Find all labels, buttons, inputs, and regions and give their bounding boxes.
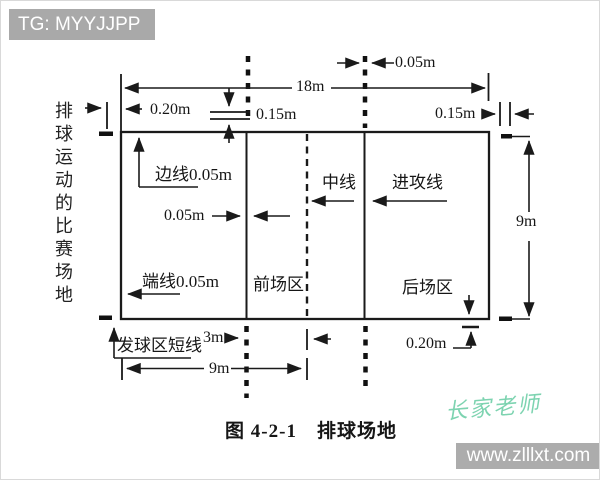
dim-serve-mark-bottom-right <box>453 295 479 349</box>
dim-mark-top-right <box>481 102 534 126</box>
serve-mark-detail <box>210 88 250 143</box>
court-outline <box>119 130 491 321</box>
label-attack-distance: 3m <box>203 329 224 346</box>
label-attack-line: 进攻线 <box>392 173 443 192</box>
side-vertical-caption: 排球运动的比赛场地 <box>53 101 73 308</box>
figure-caption: 图 4-2-1 排球场地 <box>225 421 397 442</box>
label-serve-mark-bottom: 0.20m <box>406 335 447 352</box>
attack-line-extensions <box>244 56 368 398</box>
label-serve-zone: 发球区短线 <box>117 336 202 355</box>
telegram-badge: TG: MYYJJPP <box>9 9 155 40</box>
label-front-zone: 前场区 <box>253 275 304 294</box>
site-watermark: www.zlllxt.com <box>456 443 599 469</box>
dim-serve-mark-top-left <box>85 102 142 136</box>
label-line-width-top: 0.05m <box>395 54 436 71</box>
dim-3m <box>224 329 331 350</box>
dim-18m <box>120 73 490 131</box>
label-back-zone: 后场区 <box>402 278 453 297</box>
dim-9m-right <box>499 134 535 321</box>
label-mark-length-center: 0.15m <box>256 106 297 123</box>
leader-sideline <box>133 137 198 188</box>
label-court-width: 9m <box>514 213 539 231</box>
label-center-line: 中线 <box>322 173 356 192</box>
serve-zone-left <box>99 315 191 359</box>
label-court-length: 18m <box>294 78 327 96</box>
label-sideline: 边线0.05m <box>155 165 232 184</box>
label-mark-length-right: 0.15m <box>435 105 476 122</box>
label-half-court: 9m <box>207 360 232 378</box>
label-serve-mark-top: 0.20m <box>150 101 191 118</box>
label-endline: 端线0.05m <box>142 272 219 291</box>
dim-9m-bottom <box>121 358 308 380</box>
label-attack-line-width: 0.05m <box>164 207 205 224</box>
